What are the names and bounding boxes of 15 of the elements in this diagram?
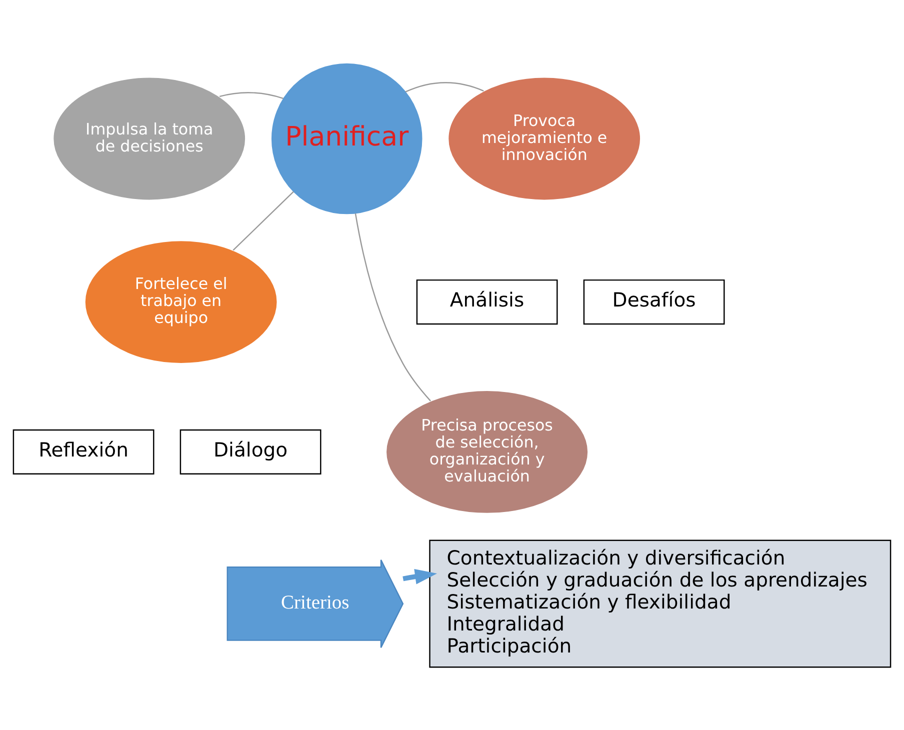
node-ellipse: Precisa procesos de selección, organización y evaluación xyxy=(385,389,589,514)
node-box: Desafíos xyxy=(583,278,725,324)
node-box: Diálogo xyxy=(180,428,322,474)
connector xyxy=(232,190,294,250)
connector xyxy=(405,82,484,92)
connector xyxy=(219,92,284,98)
arrow xyxy=(402,568,438,584)
node-ellipse: Provoca mejoramiento e innovación xyxy=(447,76,642,200)
node-box: Contextualización y diversificación Selección y graduación de los aprendizajes Sistematización y flexibilidad Integralidad Participación xyxy=(429,539,892,668)
node-box: Reflexión xyxy=(12,428,154,474)
node-ellipse: Impulsa la toma de decisiones xyxy=(52,76,246,200)
node-ellipse: Fortelece el trabajo en equipo xyxy=(84,239,278,364)
node-box: Análisis xyxy=(416,278,558,324)
node-circle: Planificar xyxy=(271,62,422,214)
connector xyxy=(354,212,431,401)
